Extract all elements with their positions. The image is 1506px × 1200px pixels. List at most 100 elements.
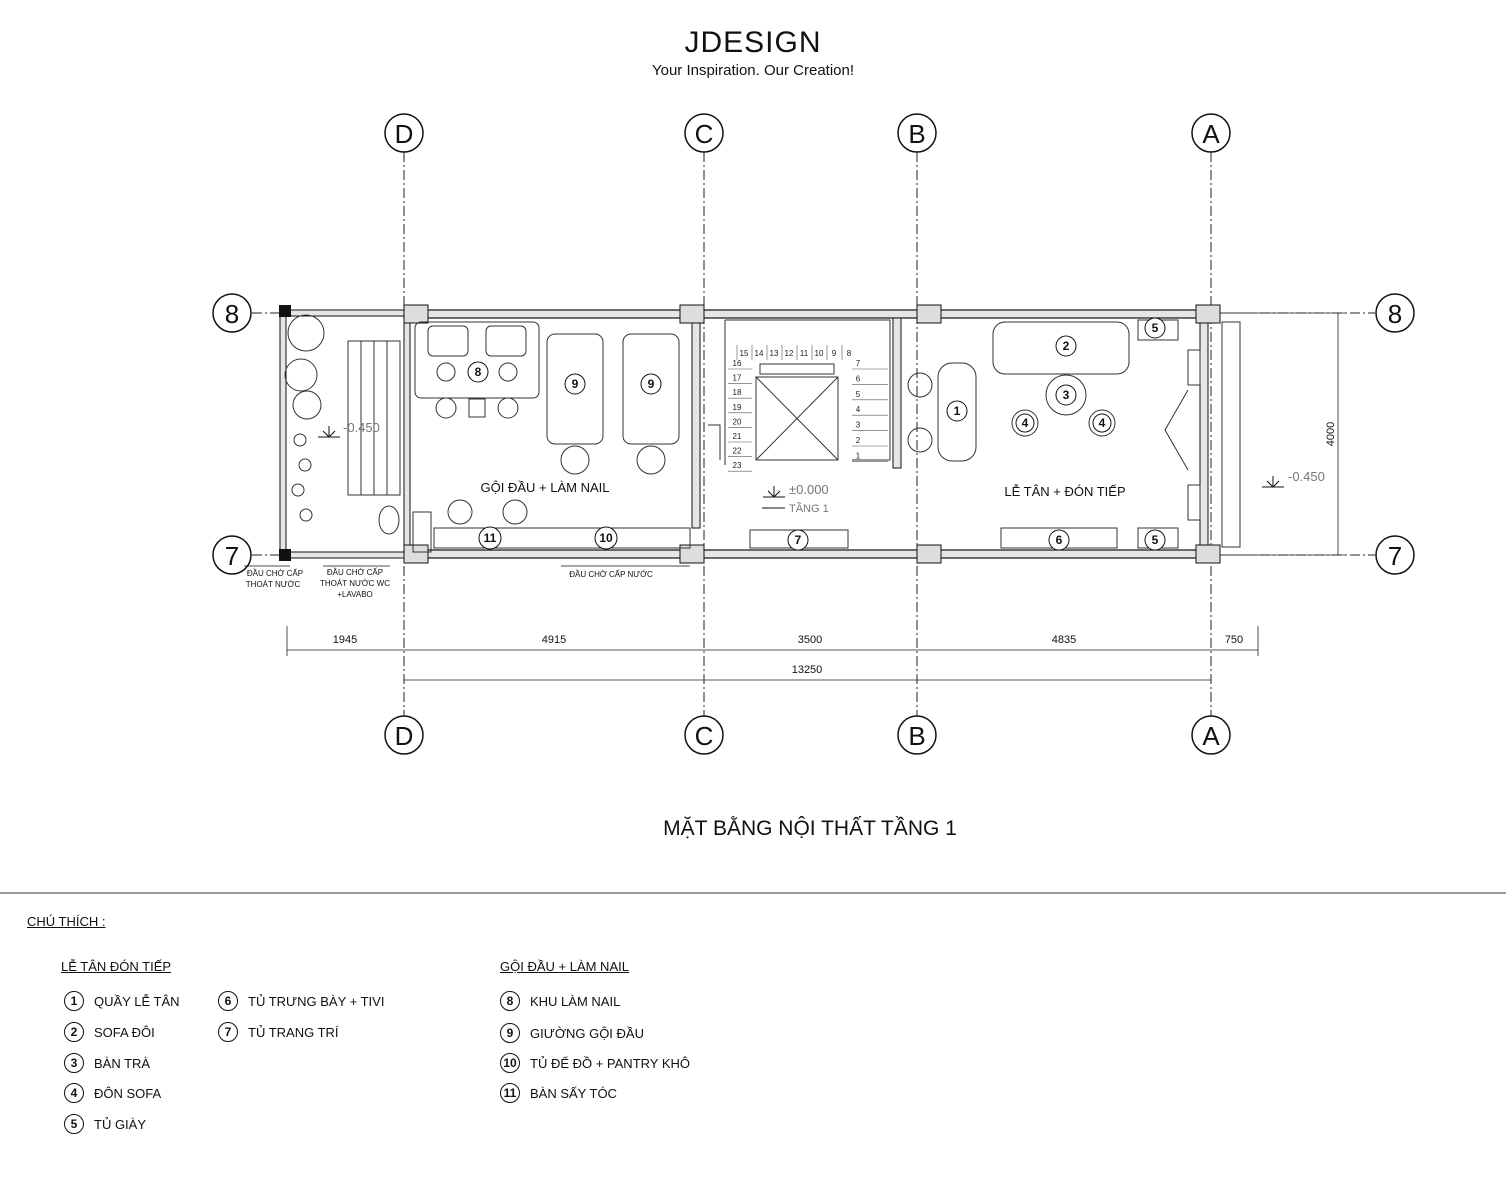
legend-item-11: 11 BÀN SẤY TÓC — [500, 1083, 617, 1103]
grid-label-d-bottom: D — [395, 721, 414, 751]
room-labels: GỘI ĐẦU + LÀM NAIL LỄ TÂN + ĐÓN TIẾP ±0.… — [343, 420, 1325, 515]
stair-level: ±0.000 — [789, 482, 829, 497]
legend-number: 2 — [64, 1022, 84, 1042]
stair-step-number: 22 — [733, 447, 742, 456]
room-label-nail: GỘI ĐẦU + LÀM NAIL — [481, 480, 610, 495]
stair-step-number: 23 — [733, 461, 742, 470]
legend-item-4: 4 ĐÔN SOFA — [64, 1083, 161, 1103]
grid-bubbles — [212, 113, 1415, 755]
legend-number: 11 — [500, 1083, 520, 1103]
dim-2: 4915 — [542, 634, 566, 646]
legend-item-2: 2 SOFA ĐÔI — [64, 1022, 155, 1042]
dim-3: 3500 — [798, 634, 822, 646]
plumbing-notes: ĐẦU CHỜ CẤP THOÁT NƯỚC ĐẦU CHỜ CẤP THOÁT… — [246, 567, 653, 599]
brand-logo: JDESIGN — [684, 26, 822, 59]
dimensions: 1945 4915 3500 4835 750 13250 4000 — [333, 422, 1337, 676]
legend-label: BÀN TRÀ — [94, 1055, 151, 1071]
stair-step-number: 17 — [733, 374, 742, 383]
level-right: -0.450 — [1288, 469, 1325, 484]
grid-label-b-top: B — [908, 119, 925, 149]
tag-9b: 9 — [648, 377, 655, 391]
legend-number: 3 — [64, 1053, 84, 1073]
legend-label: TỦ TRƯNG BÀY + TIVI — [248, 993, 385, 1009]
stair-step-number: 8 — [847, 349, 852, 358]
legend-number: 9 — [500, 1023, 520, 1043]
walls — [279, 304, 1221, 564]
legend-group-reception: LỄ TÂN ĐÓN TIẾP — [61, 959, 172, 974]
legend-label: QUẦY LỄ TÂN — [94, 993, 180, 1009]
legend-number: 8 — [500, 991, 520, 1011]
dim-4: 4835 — [1052, 634, 1076, 646]
legend-item-8: 8 KHU LÀM NAIL — [500, 991, 620, 1011]
level-left: -0.450 — [343, 420, 380, 435]
tag-1: 1 — [954, 404, 961, 418]
legend-item-1: 1 QUẦY LỄ TÂN — [64, 991, 180, 1011]
tag-11: 11 — [484, 531, 497, 545]
stair-step-number: 11 — [800, 349, 809, 358]
stair-step-number: 4 — [856, 405, 861, 414]
stair-step-number: 6 — [856, 374, 861, 383]
legend-label: TỦ ĐỂ ĐỒ + PANTRY KHÔ — [530, 1055, 691, 1071]
legend-label: SOFA ĐÔI — [94, 1024, 155, 1040]
stair-step-number: 13 — [770, 349, 779, 358]
legend-number: 7 — [218, 1022, 238, 1042]
stair-step-number: 2 — [856, 436, 861, 445]
plan-title: MẶT BẰNG NỘI THẤT TẦNG 1 — [663, 816, 957, 840]
tag-4b: 4 — [1099, 416, 1106, 430]
grid-label-8-right: 8 — [1388, 299, 1402, 329]
tag-6: 6 — [1056, 533, 1063, 547]
furniture-tags: 1 2 3 4 4 5 5 6 7 8 9 9 10 11 — [467, 317, 1166, 551]
room-label-reception: LỄ TÂN + ĐÓN TIẾP — [1004, 484, 1125, 499]
stair-step-number: 16 — [733, 359, 742, 368]
tag-5a: 5 — [1152, 321, 1159, 335]
courtyard — [284, 314, 432, 553]
level-markers — [318, 426, 1284, 509]
note-1b: THOÁT NƯỚC — [246, 580, 301, 589]
note-2b: THOÁT NƯỚC WC — [320, 579, 390, 588]
legend-number: 5 — [64, 1114, 84, 1134]
grid-label-a-bottom: A — [1202, 721, 1220, 751]
legend-label: ĐÔN SOFA — [94, 1085, 162, 1101]
legend-label: TỦ GIÀY — [94, 1116, 147, 1132]
tag-10: 10 — [599, 531, 613, 545]
tag-3: 3 — [1063, 388, 1070, 402]
legend-group-nail: GỘI ĐẦU + LÀM NAIL — [500, 959, 629, 974]
legend-item-6: 6 TỦ TRƯNG BÀY + TIVI — [218, 991, 384, 1011]
tag-2: 2 — [1063, 339, 1070, 353]
reception-furniture — [907, 319, 1179, 549]
note-3: ĐẦU CHỜ CẤP NƯỚC — [569, 569, 653, 579]
stair-step-number: 14 — [755, 349, 764, 358]
stair-step-number: 20 — [733, 417, 742, 426]
note-2c: +LAVABO — [337, 590, 373, 599]
stair-step-number: 9 — [832, 349, 837, 358]
grid-label-7-left: 7 — [225, 541, 239, 571]
legend-label: TỦ TRANG TRÍ — [248, 1024, 339, 1040]
dim-5: 750 — [1225, 634, 1243, 646]
grid-label-c-top: C — [695, 119, 714, 149]
tag-7: 7 — [795, 533, 802, 547]
legend-item-5: 5 TỦ GIÀY — [64, 1114, 146, 1134]
stair-floor: TẦNG 1 — [789, 502, 829, 515]
legend-item-7: 7 TỦ TRANG TRÍ — [218, 1022, 339, 1042]
note-1a: ĐẦU CHỜ CẤP — [247, 568, 303, 578]
grid-label-7-right: 7 — [1388, 541, 1402, 571]
porch — [1164, 312, 1257, 556]
stair-step-number: 1 — [856, 451, 861, 460]
legend-label: KHU LÀM NAIL — [530, 993, 621, 1009]
legend-label: GIƯỜNG GỘI ĐẦU — [530, 1025, 644, 1041]
dimension-lines — [286, 312, 1346, 681]
tag-4a: 4 — [1022, 416, 1029, 430]
grid-label-b-bottom: B — [908, 721, 925, 751]
legend-number: 6 — [218, 991, 238, 1011]
legend-item-9: 9 GIƯỜNG GỘI ĐẦU — [500, 1023, 644, 1043]
stair-step-number: 15 — [740, 349, 749, 358]
legend-item-10: 10 TỦ ĐỂ ĐỒ + PANTRY KHÔ — [500, 1053, 690, 1073]
grid-label-a-top: A — [1202, 119, 1220, 149]
legend-number: 4 — [64, 1083, 84, 1103]
tag-5b: 5 — [1152, 533, 1159, 547]
stair-step-number: 5 — [856, 390, 861, 399]
legend-item-3: 3 BÀN TRÀ — [64, 1053, 150, 1073]
legend-title: CHÚ THÍCH : — [27, 914, 106, 929]
